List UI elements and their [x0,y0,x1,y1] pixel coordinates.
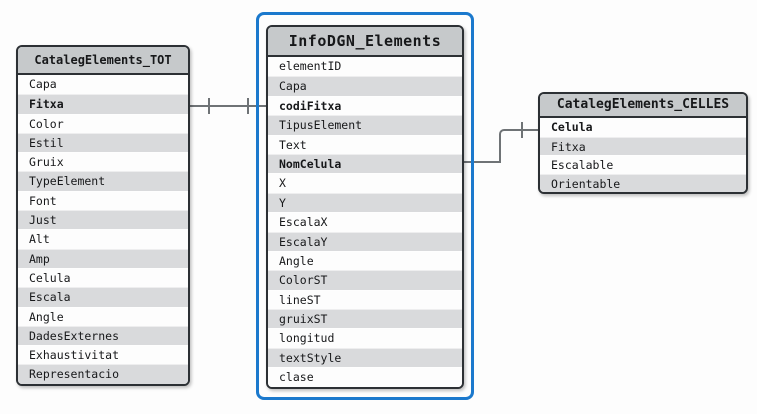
field-row-y[interactable]: Y [268,192,462,213]
field-row-escalax[interactable]: EscalaX [268,212,462,232]
field-row-orientable[interactable]: Orientable [540,173,746,192]
field-row-angle[interactable]: Angle [18,306,188,326]
field-row-capa[interactable]: Capa [268,76,462,96]
field-row-colorst[interactable]: ColorST [268,270,462,290]
field-row-gruix[interactable]: Gruix [18,152,188,172]
field-row-escala[interactable]: Escala [18,287,188,307]
field-row-fitxa[interactable]: Fitxa [18,94,188,114]
field-row-longitud[interactable]: longitud [268,328,462,348]
field-row-text[interactable]: Text [268,134,462,154]
field-row-estil[interactable]: Estil [18,132,188,153]
table-header-infodgn-elements[interactable]: InfoDGN_Elements [268,27,462,57]
field-row-alt[interactable]: Alt [18,229,188,249]
field-row-capa[interactable]: Capa [18,75,188,95]
selection-highlight [256,12,474,400]
field-row-color[interactable]: Color [18,113,188,133]
field-row-amp[interactable]: Amp [18,248,188,268]
table-header-catalegelements-tot[interactable]: CatalegElements_TOT [18,47,188,75]
one-cardinality-tick [208,98,210,114]
field-row-just[interactable]: Just [18,210,188,230]
field-row-dadesexternes[interactable]: DadesExternes [18,325,188,346]
field-row-textstyle[interactable]: textStyle [268,347,462,368]
field-row-fitxa[interactable]: Fitxa [540,136,746,155]
relationship-line-elbow[interactable] [499,129,538,163]
field-row-gruixst[interactable]: gruixST [268,309,462,329]
field-row-clase[interactable]: clase [268,367,462,387]
field-row-representacio[interactable]: Representacio [18,364,188,384]
field-row-x[interactable]: X [268,173,462,193]
field-row-escalable[interactable]: Escalable [540,155,746,174]
field-row-elementid[interactable]: elementID [268,57,462,77]
field-row-nomcelula[interactable]: NomCelula [268,153,462,174]
relationship-line-fitxa-codifitxa[interactable] [190,105,266,107]
field-row-exhaustivitat[interactable]: Exhaustivitat [18,345,188,365]
field-row-linest[interactable]: lineST [268,289,462,310]
field-row-tipuselement[interactable]: TipusElement [268,115,462,135]
table-header-catalegelements-celles[interactable]: CatalegElements_CELLES [540,94,746,118]
one-cardinality-tick [247,98,249,114]
field-row-codifitxa[interactable]: codiFitxa [268,95,462,116]
field-row-angle[interactable]: Angle [268,250,462,271]
field-row-celula[interactable]: Celula [540,118,746,137]
relationship-line-nomcelula-celula[interactable] [464,161,501,163]
field-row-celula[interactable]: Celula [18,267,188,288]
field-row-typeelement[interactable]: TypeElement [18,171,188,191]
field-row-font[interactable]: Font [18,190,188,211]
field-row-escalay[interactable]: EscalaY [268,231,462,251]
one-cardinality-tick [521,122,523,138]
